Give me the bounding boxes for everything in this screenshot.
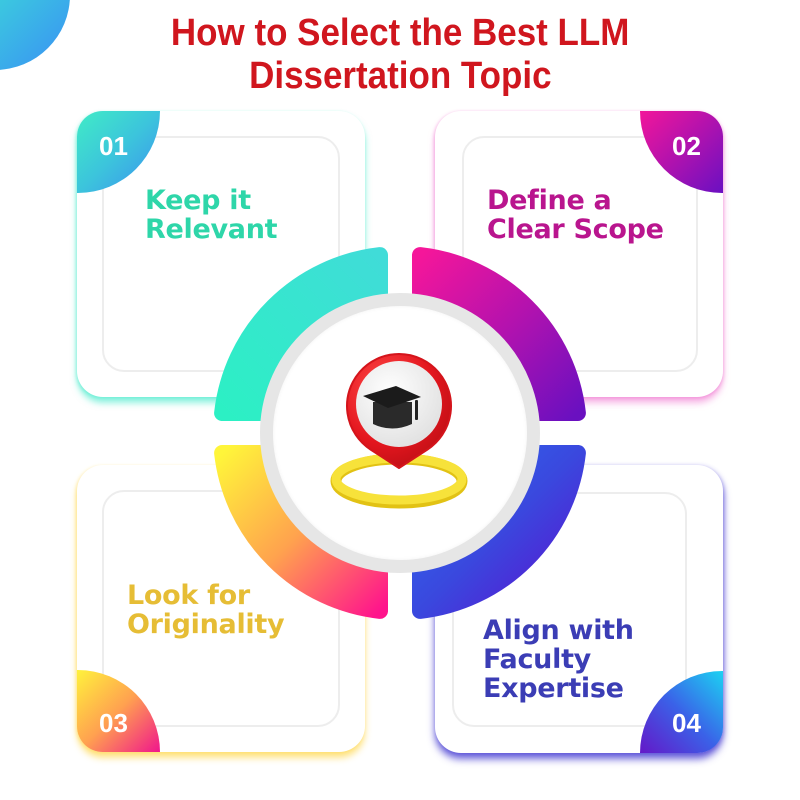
- step-heading-line: Originality: [127, 609, 285, 640]
- step-heading-line: Clear Scope: [487, 214, 664, 245]
- step-heading-line: Define a: [487, 185, 612, 216]
- title-line-1: How to Select the Best LLM: [170, 12, 630, 54]
- title-line-2: Dissertation Topic: [248, 55, 552, 97]
- location-pin-graduation-cap-icon: [330, 353, 468, 509]
- step-heading-line: Faculty: [483, 644, 591, 675]
- step-heading: Look for Originality: [127, 580, 285, 640]
- step-heading: Align with Faculty Expertise: [483, 616, 634, 703]
- step-heading-line: Align with: [483, 615, 634, 646]
- step-heading: Define a Clear Scope: [487, 186, 664, 244]
- step-heading-line: Keep it: [145, 185, 251, 216]
- step-heading-line: Expertise: [483, 673, 624, 704]
- page-title: How to Select the Best LLM Dissertation …: [0, 12, 800, 98]
- step-number: 02: [672, 131, 701, 161]
- step-card-1: 01 Keep it Relevant: [77, 111, 365, 397]
- step-heading: Keep it Relevant: [145, 185, 278, 245]
- card-inner-frame: [462, 136, 698, 372]
- step-number: 04: [672, 708, 701, 738]
- step-number: 03: [99, 708, 128, 738]
- graduation-cap-icon: [363, 386, 421, 429]
- step-number: 01: [99, 131, 128, 161]
- card-inner-frame: [102, 136, 340, 372]
- step-heading-line: Look for: [127, 580, 250, 611]
- step-heading-line: Relevant: [145, 214, 278, 245]
